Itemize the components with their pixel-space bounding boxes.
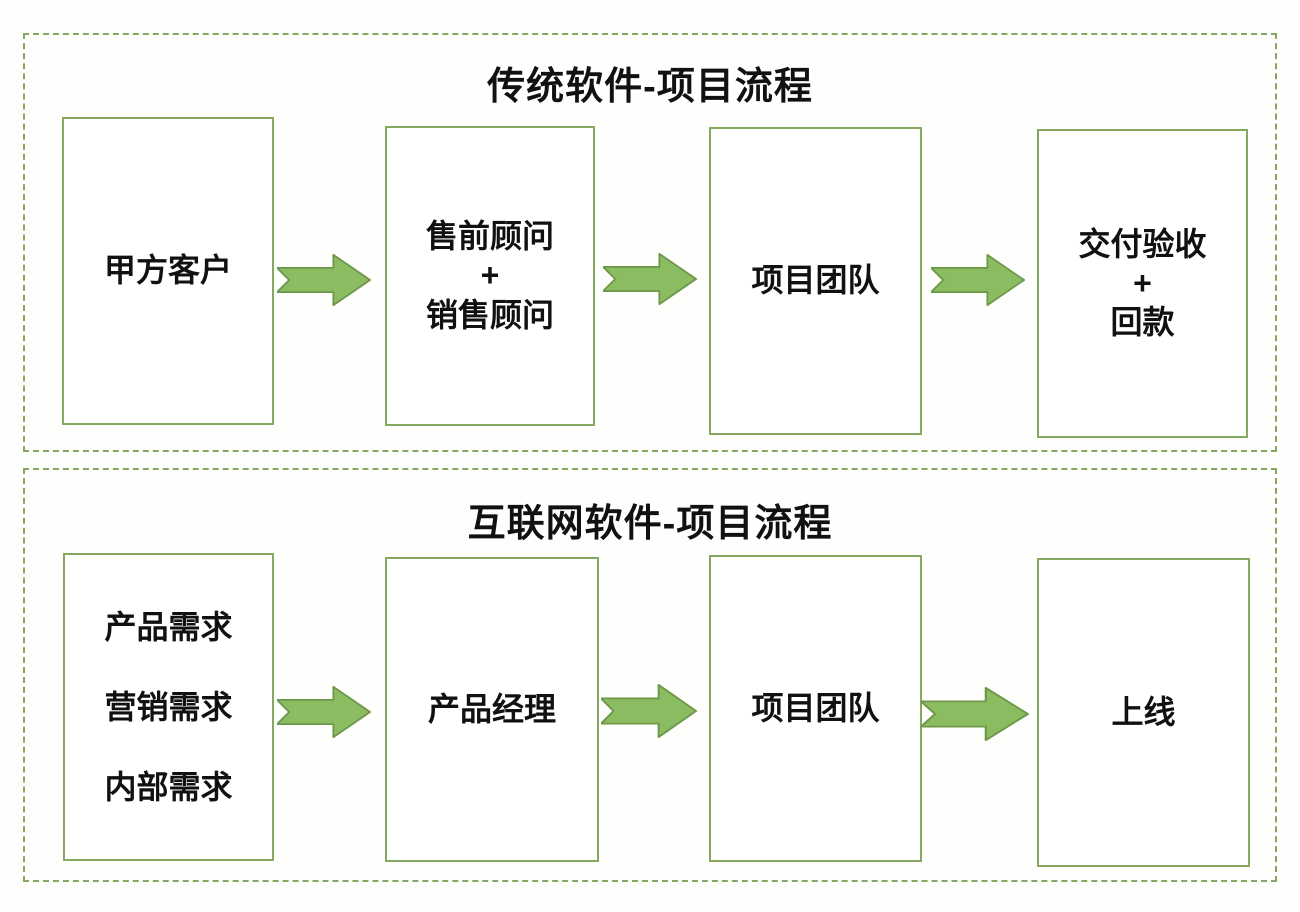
arrow-right-icon <box>277 686 371 738</box>
arrow-right-icon <box>921 687 1029 741</box>
box-label: + <box>1133 264 1152 301</box>
box-label: 项目团队 <box>751 262 880 299</box>
section-internet-software: 互联网软件-项目流程 产品需求 营销需求 内部需求 产品经理 项目团队 上线 <box>23 468 1277 882</box>
box-project-team-traditional: 项目团队 <box>709 127 922 435</box>
box-label: 产品需求 <box>104 609 233 645</box>
arrow-right-icon <box>603 253 697 305</box>
box-label: 内部需求 <box>104 769 233 805</box>
box-label: 回款 <box>1110 304 1175 341</box>
arrow-right-icon <box>601 684 697 738</box>
arrow-right-icon <box>277 254 371 306</box>
box-label: 销售顾问 <box>425 296 554 333</box>
box-label: 项目团队 <box>751 689 880 726</box>
box-delivery-payment: 交付验收 + 回款 <box>1037 129 1248 438</box>
box-label: 交付验收 <box>1078 225 1207 262</box>
box-client: 甲方客户 <box>62 117 274 425</box>
box-label: + <box>480 257 500 294</box>
box-label: 产品经理 <box>427 690 556 727</box>
box-project-team-internet: 项目团队 <box>709 555 922 862</box>
box-presales-sales-consultant: 售前顾问 + 销售顾问 <box>385 126 595 426</box>
section-title-internet: 互联网软件-项目流程 <box>467 503 833 545</box>
arrow-right-icon <box>931 254 1025 306</box>
box-label: 售前顾问 <box>425 218 554 255</box>
box-demands: 产品需求 营销需求 内部需求 <box>63 553 274 861</box>
box-label: 营销需求 <box>104 689 233 725</box>
section-traditional-software: 传统软件-项目流程 甲方客户 售前顾问 + 销售顾问 项目团队 交付验收 + 回… <box>23 33 1277 452</box>
box-product-manager: 产品经理 <box>385 557 599 862</box>
box-label: 甲方客户 <box>103 252 232 289</box>
box-go-live: 上线 <box>1037 558 1250 867</box>
box-label: 上线 <box>1111 693 1176 730</box>
section-title-traditional: 传统软件-项目流程 <box>487 66 813 108</box>
